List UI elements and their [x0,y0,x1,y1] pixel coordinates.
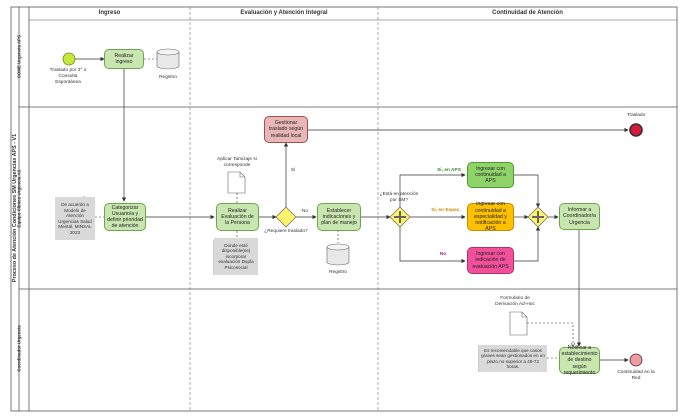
label-esta-en-atencion: ¿Está en atención por SM? [379,192,419,203]
start-event [62,52,76,66]
lane-label-some: SOME Urgencia APS [16,34,22,79]
task-ingresar-indicacion[interactable]: Ingresar con indicación de evaluación AP… [467,247,514,274]
task-informar-coordinador[interactable]: Informar a Coordinador/a Urgencia [559,203,600,230]
label-no-branch: No [439,252,447,257]
label-formulario-derivacion: Formulario de Derivación Ad-Hoc [495,296,535,307]
label-registro-1: Registro [159,75,177,80]
label-registro-2: Registro [329,270,347,275]
label-si: Si [290,168,296,173]
label-si-en-aps: Si, en APS [437,168,461,173]
note-dupla-psicosocial: Donde esté disponible(se) incorporar eva… [214,238,258,275]
lane-label-equipo: Equipo Clínico Urgencia AS [16,169,22,228]
column-header-continuidad: Continuidad de Atención [492,10,563,16]
task-ingresar-especialidad[interactable]: Ingresar con continuidad a especialidad … [467,201,514,232]
label-start-event: Traslado por 3° o Consulta Espontánea [49,68,87,85]
task-notificar-establecimiento[interactable]: Notificar a establecimiento de destino s… [559,345,600,376]
gateway-requiere-traslado [275,206,297,228]
label-si-en-espec: Si, en Espec. [431,208,461,213]
label-trasladado: Traslado [626,113,646,118]
label-aplicar-tamizaje: Aplicar Tamizaje si corresponde [217,157,257,168]
lane-label-coordinador: Coordinador Urgencia [16,325,22,372]
label-no: No [301,209,309,214]
note-modelo-atencion: De acuerdo a Modelo de Atención Urgencia… [55,197,95,240]
tamizaje-document [227,171,246,194]
column-header-ingreso: Ingreso [98,10,121,16]
formulario-document [509,311,528,336]
task-ingresar-aps[interactable]: Ingresar con continuidad a APS [467,162,514,188]
task-gestionar-traslado[interactable]: Gestionar traslado según realidad local [264,116,308,143]
end-event-continuidad [629,353,643,367]
task-categorizar[interactable]: Categorizar Usuario/a y definir priorida… [104,203,146,231]
note-recomendable: Es recomendable que casos graves sean ge… [479,345,547,372]
end-event-traslado [629,123,643,137]
task-realizar-evaluacion[interactable]: Realizar Evaluación de la Persona [216,203,259,231]
registro-database-2 [326,243,350,266]
registro-database-1 [156,48,180,70]
task-realizar-ingreso[interactable]: Realizar ingreso [104,49,144,69]
label-requiere-traslado: ¿Requiere traslado? [264,229,308,234]
column-header-evaluacion: Evaluación y Atención Integral [240,10,328,16]
task-establecer-indicaciones[interactable]: Establecer indicaciones y plan de manejo [317,203,361,231]
label-continuidad-red: Continuidad en la Red [617,370,655,381]
